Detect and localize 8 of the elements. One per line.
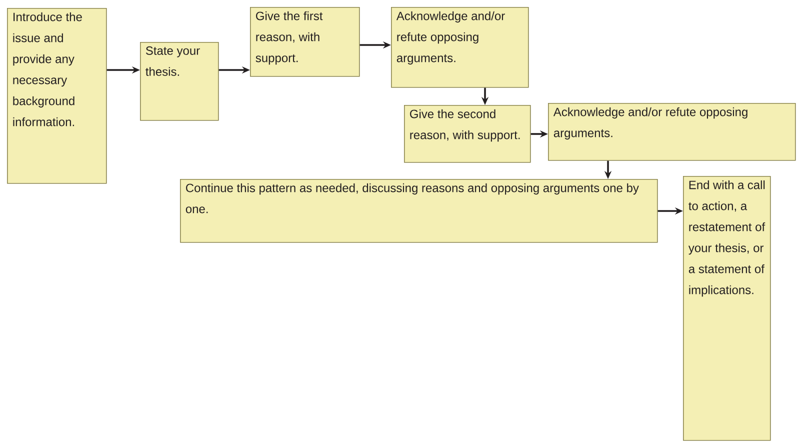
process-box: End with a call to action, a restatement of your thesis, or a statement of implications. <box>683 176 771 441</box>
process-box: Continue this pattern as needed, discussing reasons and opposing arguments one by one. <box>180 178 658 243</box>
process-box: State your thesis. <box>140 42 219 121</box>
process-box: Give the first reason, with support. <box>250 7 360 77</box>
process-box: Acknowledge and/or refute opposing arguments. <box>391 7 529 88</box>
process-box: Introduce the issue and provide any necessary background information. <box>7 8 107 184</box>
process-box: Give the second reason, with support. <box>404 105 531 163</box>
process-box: Acknowledge and/or refute opposing arguments. <box>548 103 796 161</box>
